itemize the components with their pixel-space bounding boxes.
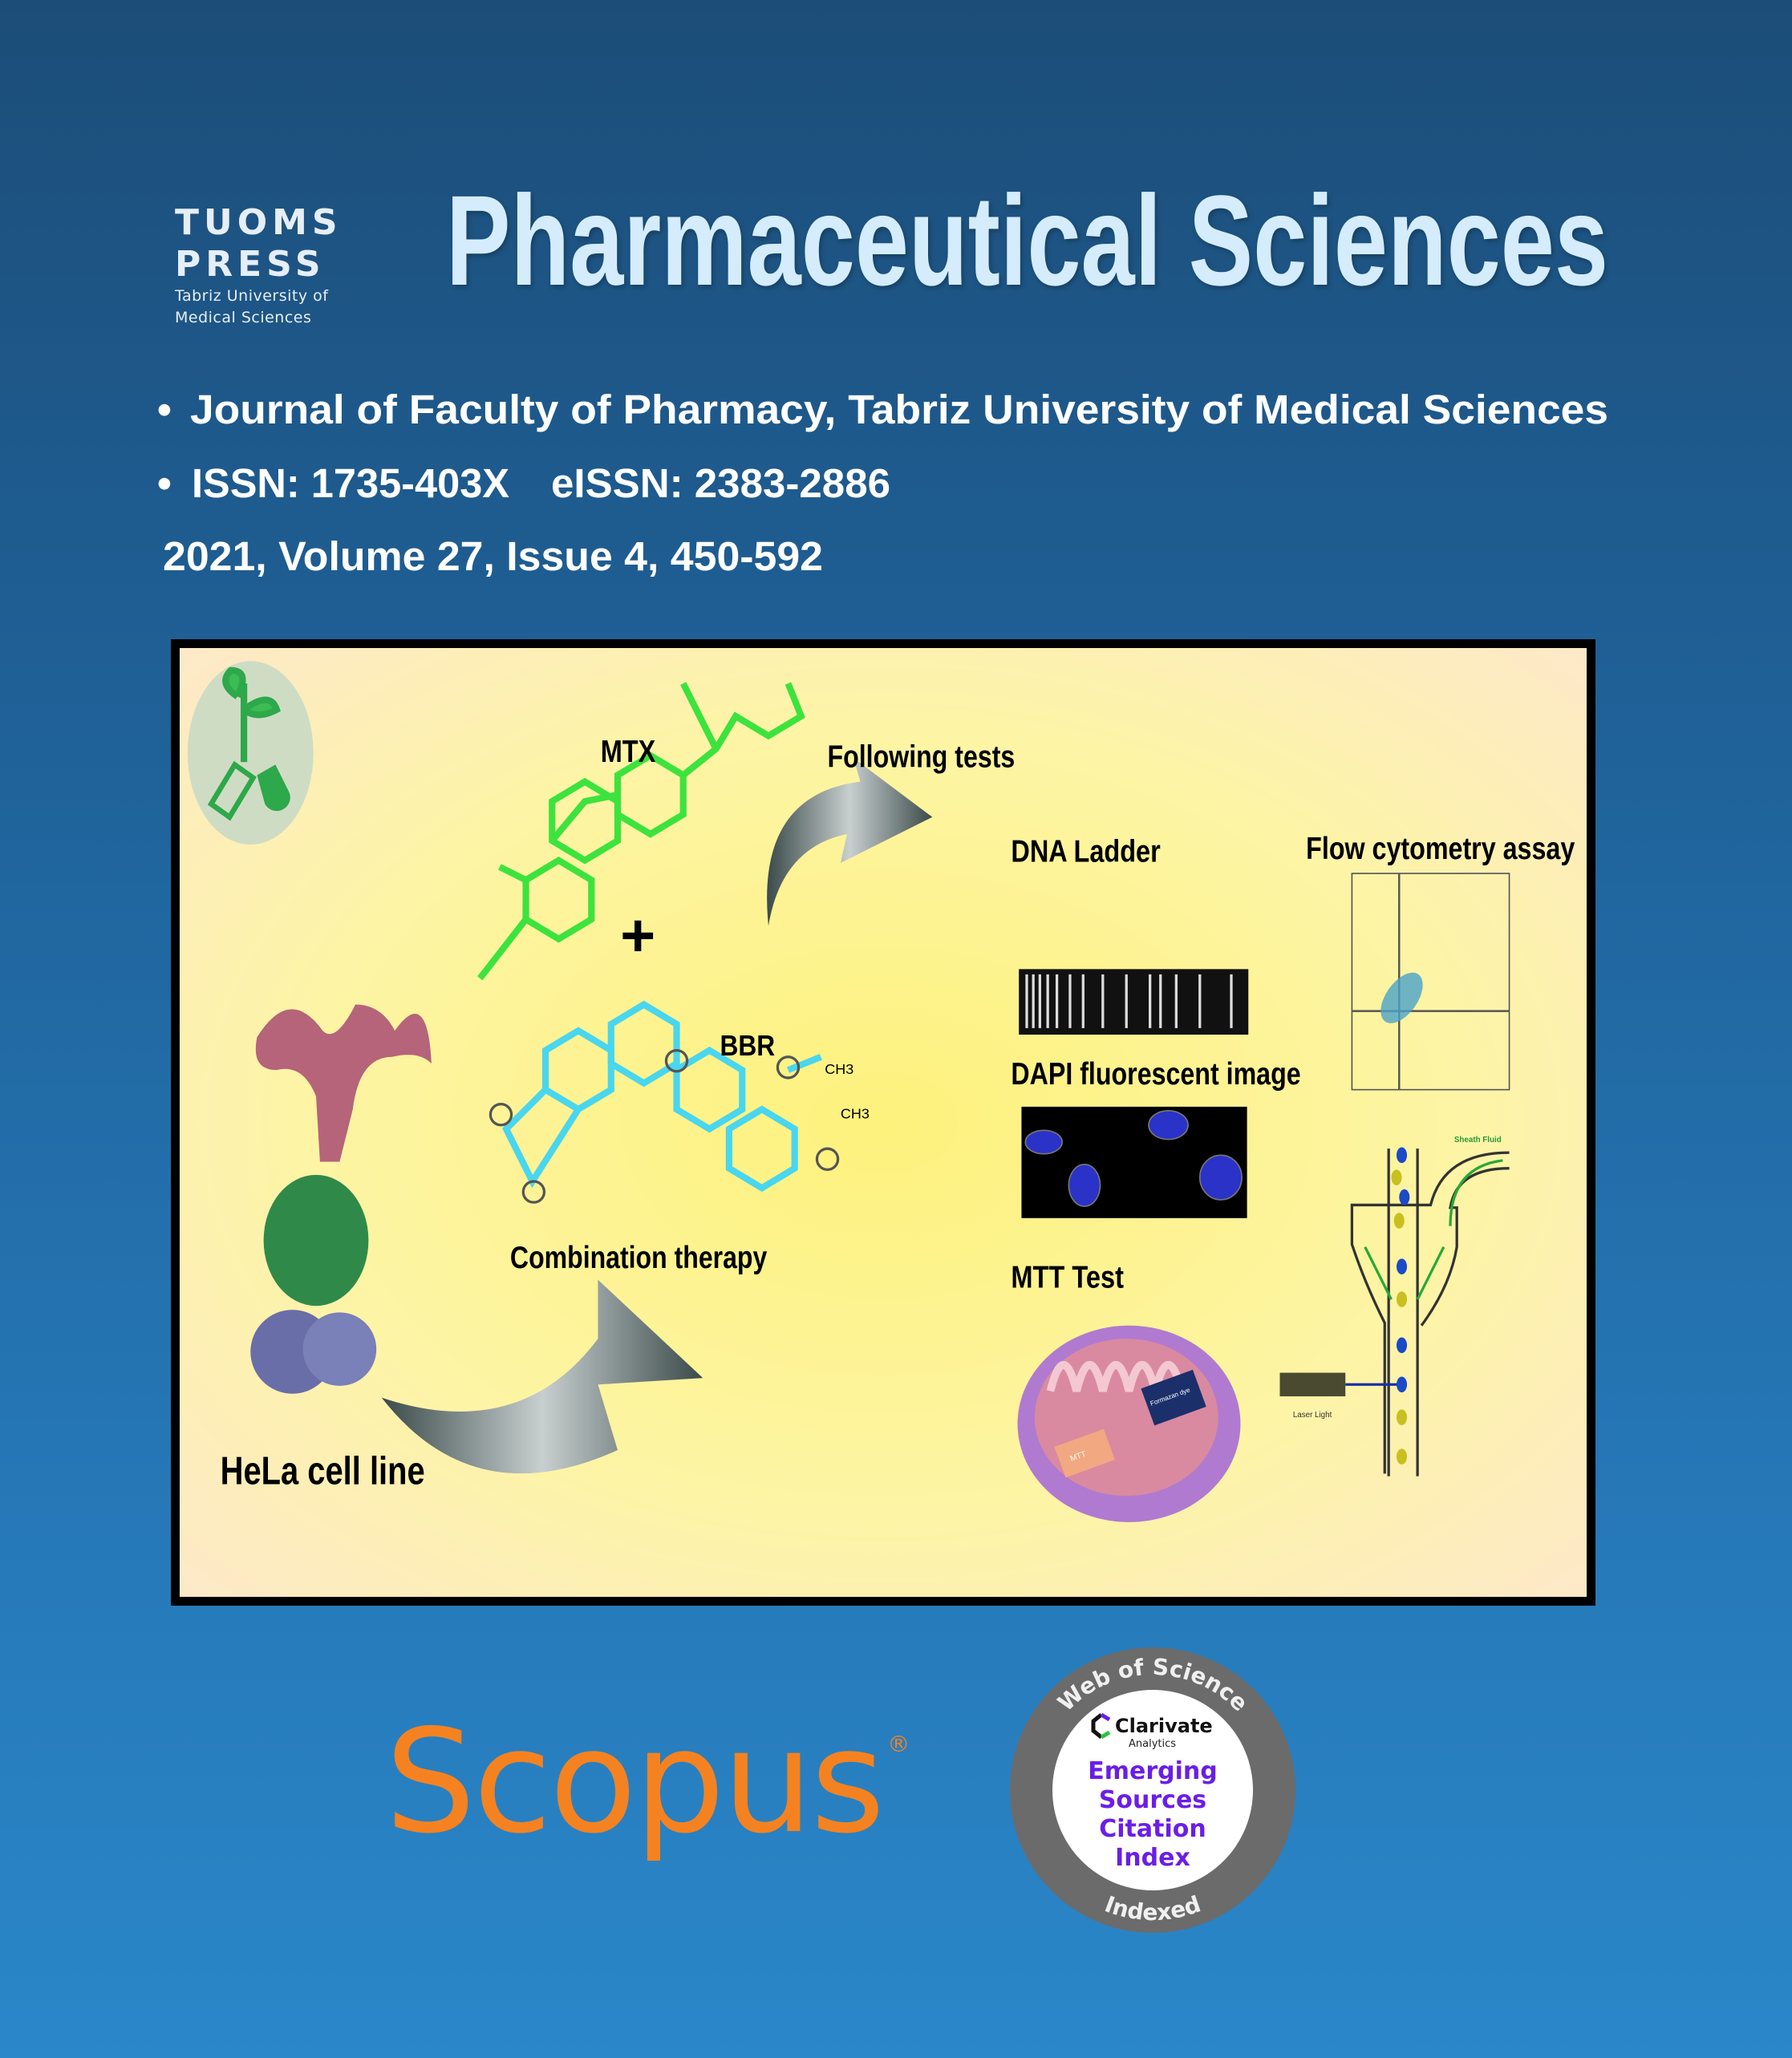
issue-line-block: 2021, Volume 27, Issue 4, 450-592 [157,530,1617,583]
issn: ISSN: 1735-403X [192,460,509,506]
combination-therapy-label: Combination therapy [510,1240,768,1275]
dapi-image [1021,1106,1247,1218]
plus-sign: + [620,901,655,969]
graphical-abstract: MTX + Following tests BBR CH3 CH3 Combin… [171,639,1595,1606]
publisher-subtitle-line1: Tabriz University of [175,287,329,305]
publisher-subtitle-line2: Medical Sciences [175,309,312,326]
clarivate-logo-icon [1091,1712,1111,1740]
journal-title-block: Pharmaceutical Sciences [441,172,1620,313]
scopus-text: Scopus [385,1699,885,1865]
mitochondria-illustration [1017,1325,1241,1522]
bullet: • [157,387,172,432]
publisher-name-line1: TUOMS [175,202,343,243]
scopus-logo: Scopus® [385,1699,910,1865]
esci-line1: Emerging [1088,1757,1217,1785]
analytics-text: Analytics [1129,1738,1176,1750]
bbr-label: BBR [720,1029,775,1062]
curved-arrow-icon [381,1279,703,1474]
flow-cytometry-plot [1351,873,1510,1091]
laser-light-label: Laser Light [1293,1411,1332,1420]
cell-illustration [263,1174,369,1307]
flow-cytometry-label: Flow cytometry assay [1306,831,1575,866]
eissn: eISSN: 2383-2886 [551,460,890,506]
journal-title: Pharmaceutical Sciences [446,172,1608,312]
web-of-science-badge: Web of Science Indexed Clarivate Analyti… [1007,1644,1299,1936]
following-tests-label: Following tests [828,739,1016,775]
issue-line: 2021, Volume 27, Issue 4, 450-592 [163,533,823,579]
clarivate-text: Clarivate [1115,1715,1213,1737]
curved-arrow-icon [767,758,933,926]
mtt-test-label: MTT Test [1011,1259,1124,1294]
cell-stream [1391,1147,1410,1465]
hela-label: HeLa cell line [221,1449,425,1493]
issn-line: • ISSN: 1735-403X eISSN: 2383-2886 [157,457,1617,510]
sheath-fluid-label: Sheath Fluid [1454,1136,1502,1144]
dna-ladder-gel [1019,969,1249,1035]
mtx-molecule [477,682,805,981]
affiliation-text: Journal of Faculty of Pharmacy, Tabriz U… [190,387,1608,432]
plant-capsule-icon [187,661,314,845]
uterus-illustration [255,1004,432,1162]
badge-center [1052,1690,1253,1890]
esci-line3: Citation [1099,1815,1206,1843]
registered-mark: ® [887,1731,910,1757]
publisher-logo: TUOMS PRESS Tabriz University of Medical… [175,202,347,329]
dapi-label: DAPI fluorescent image [1011,1056,1300,1092]
affiliation-line: • Journal of Faculty of Pharmacy, Tabriz… [157,383,1617,436]
publisher-name-line2: PRESS [175,244,326,285]
cell-illustration [302,1312,377,1386]
esci-line2: Sources [1099,1786,1206,1814]
ch3-label: CH3 [841,1106,870,1122]
bbr-molecule [502,1000,822,1192]
bullet: • [157,460,172,506]
flow-cell-diagram [1279,1149,1510,1477]
mtx-label: MTX [601,734,656,769]
esci-line4: Index [1115,1844,1190,1872]
ch3-label: CH3 [825,1061,853,1077]
dna-ladder-label: DNA Ladder [1011,833,1160,869]
